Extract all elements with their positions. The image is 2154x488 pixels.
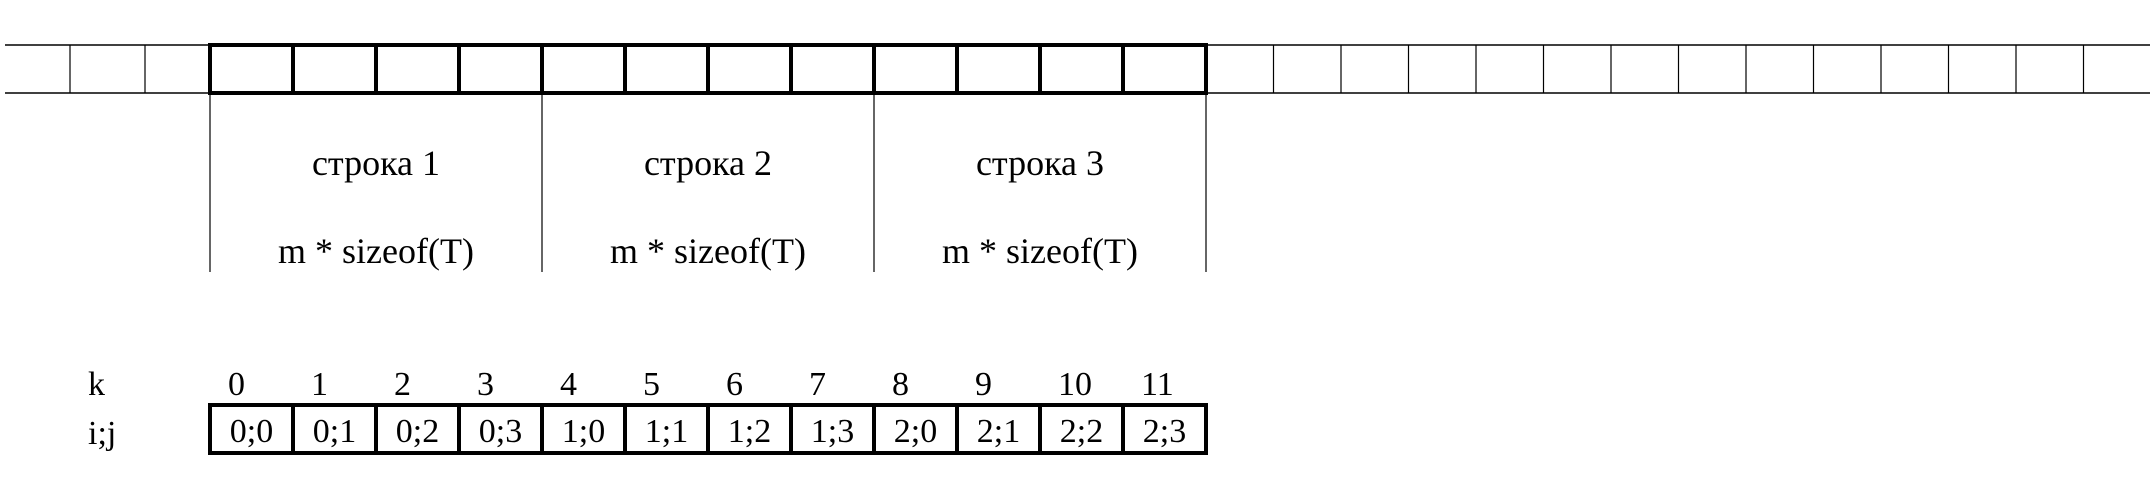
k-value: 2 (394, 366, 411, 403)
ij-value: 1;3 (811, 413, 854, 450)
row-dividers (209, 93, 1207, 272)
k-value: 11 (1141, 366, 1174, 403)
ij-cell (1121, 403, 1208, 455)
ij-value: 0;2 (396, 413, 439, 450)
row-2-label: строка 2 (644, 143, 772, 183)
strip-cell-highlighted (872, 43, 959, 95)
k-value: 0 (228, 366, 245, 403)
strip-cell-highlighted (374, 43, 461, 95)
ij-value: 2;2 (1060, 413, 1103, 450)
k-value: 6 (726, 366, 743, 403)
index-table: k i;j 0 1 2 3 4 5 6 7 8 9 10 11 0;0 0;1 0;2 0;3 1;0 1;1 1… (88, 366, 1208, 455)
k-value: 3 (477, 366, 494, 403)
strip-cell-highlighted (623, 43, 710, 95)
row-2-size: m * sizeof(T) (610, 231, 806, 271)
ij-value: 1;2 (728, 413, 771, 450)
ij-value: 0;0 (230, 413, 273, 450)
k-values: 0 1 2 3 4 5 6 7 8 9 10 11 (228, 366, 1174, 403)
ij-row-label: i;j (88, 415, 116, 452)
k-value: 10 (1058, 366, 1092, 403)
k-value: 4 (560, 366, 577, 403)
ij-value: 0;1 (313, 413, 356, 450)
ij-value: 1;0 (562, 413, 605, 450)
strip-cell-highlighted (1038, 43, 1125, 95)
memory-strip (5, 43, 2150, 95)
row-3-size: m * sizeof(T) (942, 231, 1138, 271)
row-labels: строка 1 m * sizeof(T) строка 2 m * size… (278, 143, 1138, 271)
k-value: 9 (975, 366, 992, 403)
k-value: 7 (809, 366, 826, 403)
strip-cell-highlighted (706, 43, 793, 95)
strip-cell-highlighted (1121, 43, 1208, 95)
k-row-label: k (88, 366, 105, 403)
ij-value: 2;0 (894, 413, 937, 450)
ij-value: 2;1 (977, 413, 1020, 450)
k-value: 1 (311, 366, 328, 403)
row-1-label: строка 1 (312, 143, 440, 183)
ij-value: 0;3 (479, 413, 522, 450)
ij-value: 2;3 (1143, 413, 1186, 450)
row-1-size: m * sizeof(T) (278, 231, 474, 271)
strip-cell-highlighted (789, 43, 876, 95)
strip-cell-highlighted (208, 43, 295, 95)
ij-value: 1;1 (645, 413, 688, 450)
strip-cell-highlighted (457, 43, 544, 95)
row-3-label: строка 3 (976, 143, 1104, 183)
strip-cell-highlighted (540, 43, 627, 95)
strip-cell-highlighted (291, 43, 378, 95)
strip-cell-highlighted (955, 43, 1042, 95)
ij-cells: 0;0 0;1 0;2 0;3 1;0 1;1 1;2 1;3 2;0 2;1 2;2 2;3 (208, 403, 1208, 455)
k-value: 8 (892, 366, 909, 403)
k-value: 5 (643, 366, 660, 403)
